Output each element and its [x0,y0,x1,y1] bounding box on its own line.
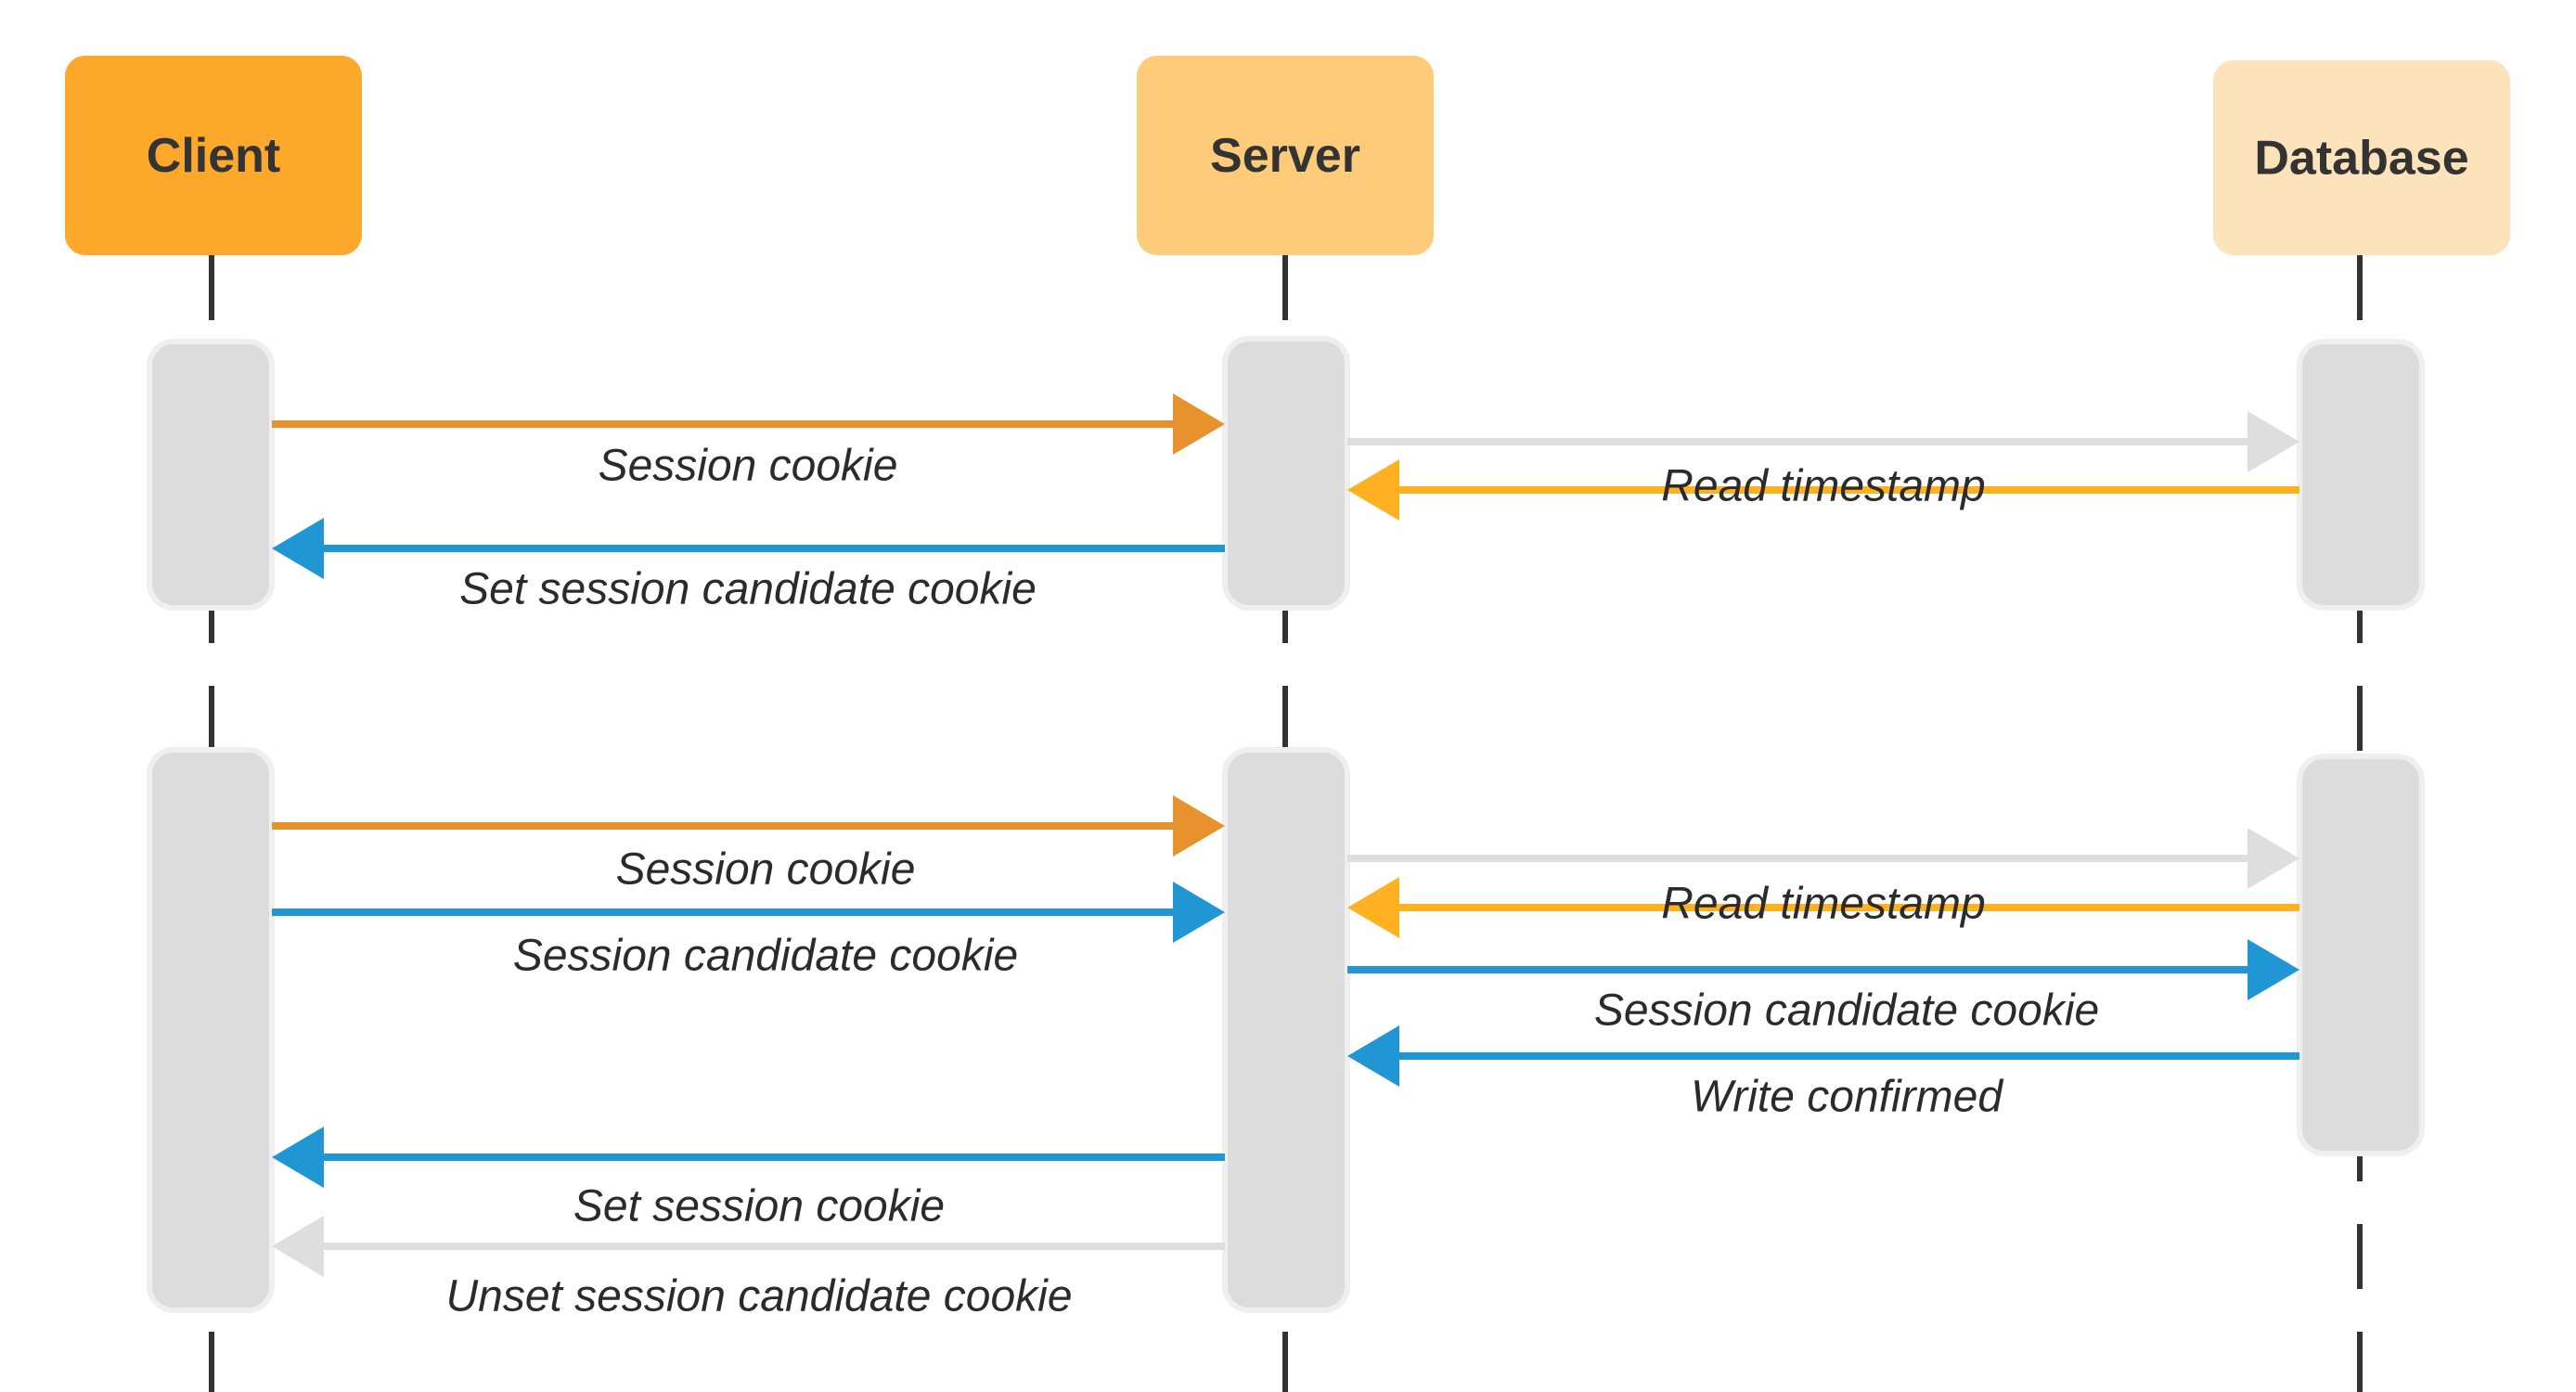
message-m2 [1347,411,2299,472]
actor-label-client: Client [147,129,280,183]
actor-label-database: Database [2254,132,2468,186]
message-m7: Read timestamp [1347,877,2299,938]
message-arrowhead [1347,877,1399,938]
message-m9: Session candidate cookie [1347,939,2299,1036]
message-label: Session cookie [599,442,898,491]
activation-bar-client-2 [147,747,275,1313]
message-m11: Set session cookie [272,1127,1225,1231]
message-label: Read timestamp [1661,462,1985,511]
actor-client[interactable]: Client [65,56,362,255]
actor-server[interactable]: Server [1137,56,1434,255]
message-arrowhead [2248,411,2299,472]
message-arrowhead [2248,828,2299,889]
message-m1: Session cookie [272,393,1225,491]
actor-box-client[interactable] [65,56,362,255]
message-label: Session candidate cookie [513,932,1018,981]
activation-bar-server-2 [1222,747,1350,1313]
message-m6 [1347,828,2299,889]
message-arrowhead [1173,393,1225,455]
activation-bar-server-1 [1222,336,1350,611]
message-label: Set session cookie [573,1182,945,1231]
message-arrowhead [1347,459,1399,521]
actor-label-server: Server [1210,129,1360,183]
message-label: Unset session candidate cookie [445,1272,1072,1321]
actor-database[interactable]: Database [2213,60,2510,255]
activation-bars-layer [147,336,2425,1313]
activation-bar-database-1 [2297,339,2425,611]
message-arrowhead [272,1216,324,1277]
message-label: Read timestamp [1661,880,1985,929]
message-label: Session candidate cookie [1594,986,2099,1036]
message-m10: Write confirmed [1347,1025,2299,1122]
actor-box-database[interactable] [2213,60,2510,255]
message-m12: Unset session candidate cookie [272,1216,1225,1321]
message-arrowhead [1347,1025,1399,1087]
actor-boxes-layer: Client Server Database [65,56,2510,255]
message-label: Write confirmed [1691,1073,2003,1122]
message-label: Session cookie [616,845,916,895]
message-m3: Read timestamp [1347,459,2299,521]
message-arrowhead [1173,795,1225,857]
message-arrowhead [2248,939,2299,1000]
message-arrowhead [272,518,324,579]
message-label: Set session candidate cookie [459,565,1037,614]
actor-box-server[interactable] [1137,56,1434,255]
message-arrowhead [1173,882,1225,943]
message-m4: Set session candidate cookie [272,518,1225,614]
activation-bar-client-1 [147,339,275,611]
message-arrowhead [272,1127,324,1188]
message-m5: Session cookie [272,795,1225,895]
activation-bar-database-2 [2297,754,2425,1156]
message-m8: Session candidate cookie [272,882,1225,981]
